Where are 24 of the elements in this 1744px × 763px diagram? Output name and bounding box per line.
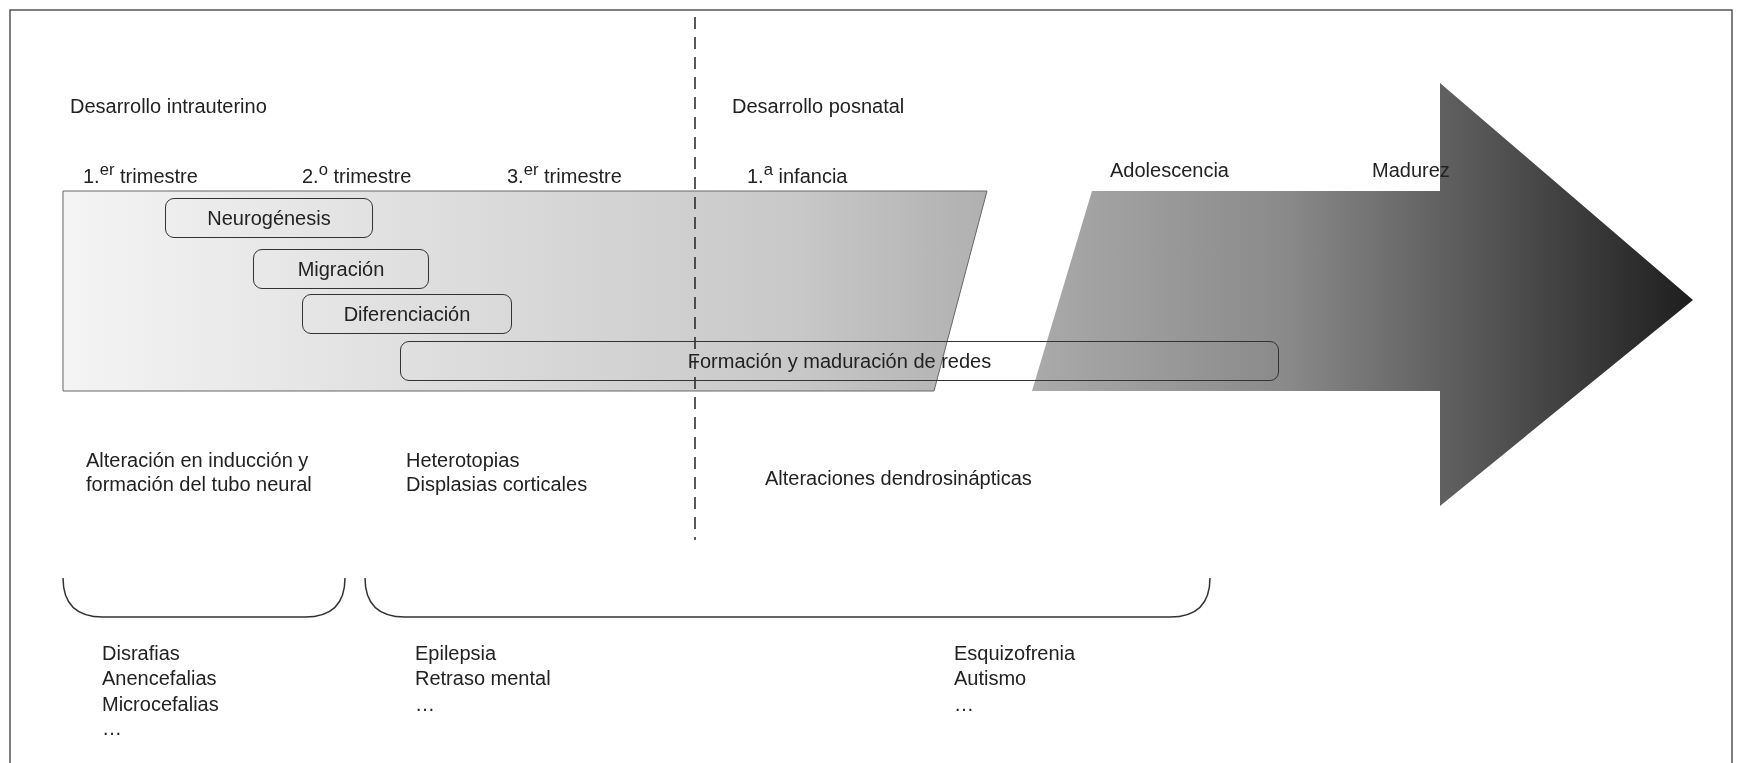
period-label: 3.$^{er}$ trimestre xyxy=(507,159,622,188)
ellipsis-text: … xyxy=(954,692,974,716)
period-label: 2.$^{o}$ trimestre xyxy=(302,159,412,188)
condition-text: Epilepsia xyxy=(415,641,497,665)
condition-text: Anencefalias xyxy=(102,666,217,690)
condition-text: Autismo xyxy=(954,666,1027,690)
condition-text: Microcefalias xyxy=(102,692,219,716)
stage-box: Migración xyxy=(253,249,429,289)
disorder-text: Heterotopias xyxy=(406,448,520,472)
ellipsis-text: … xyxy=(415,692,435,716)
stage-box: Diferenciación xyxy=(302,294,512,334)
section-heading: Desarrollo posnatal xyxy=(732,94,905,118)
stage-box: Neurogénesis xyxy=(165,198,373,238)
period-label: 1.$^{er}$ trimestre xyxy=(83,159,198,188)
section-heading: Desarrollo intrauterino xyxy=(70,94,267,118)
disorder-text: Alteraciones dendrosinápticas xyxy=(765,466,1032,490)
disorder-text: Alteración en inducción y formación del tubo neural xyxy=(86,448,313,496)
ellipsis-text: … xyxy=(102,716,122,740)
condition-text: Esquizofrenia xyxy=(954,641,1076,665)
period-label: 1.$^{a}$ infancia xyxy=(747,159,848,188)
condition-text: Retraso mental xyxy=(415,666,551,690)
disorder-text: Displasias corticales xyxy=(406,472,588,496)
condition-text: Disrafias xyxy=(102,641,180,665)
period-label: Adolescencia xyxy=(1110,158,1229,182)
